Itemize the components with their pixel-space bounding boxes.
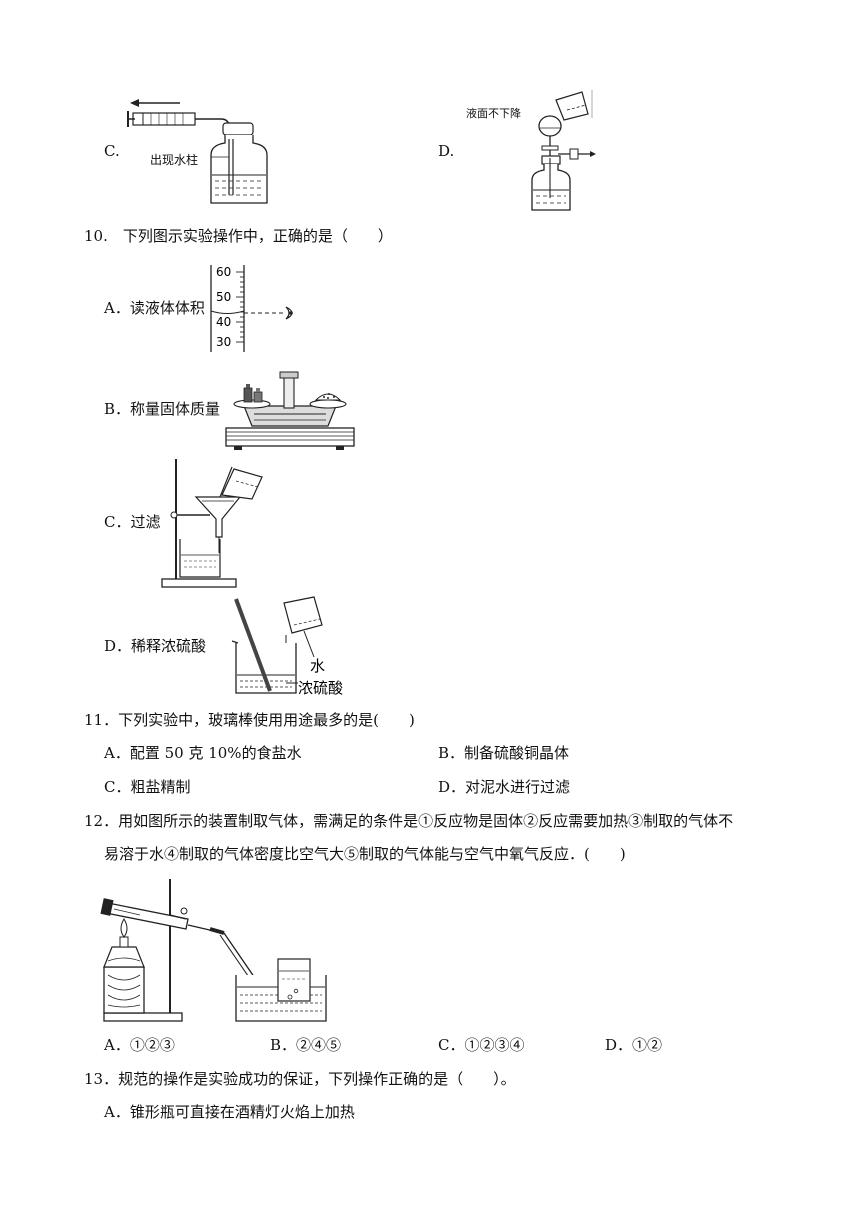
q12-option-c: C．①②③④ — [438, 1036, 525, 1054]
funnel-apparatus-figure — [531, 90, 596, 211]
q9-option-c: C. — [104, 142, 120, 160]
q10-option-b: B．称量固体质量 — [104, 400, 221, 418]
q12-stem-line2: 易溶于水④制取的气体密度比空气大⑤制取的气体能与空气中氧气反应．( ) — [104, 845, 626, 863]
q13-stem: 13．规范的操作是实验成功的保证，下列操作正确的是（ ）。 — [84, 1070, 516, 1088]
q12-stem-line1: 12．用如图所示的装置制取气体，需满足的条件是①反应物是固体②反应需要加热③制取… — [84, 812, 734, 830]
balance-scale-figure — [225, 371, 355, 450]
q12-option-d: D．①② — [605, 1036, 663, 1054]
q10-option-c: C．过滤 — [104, 513, 161, 531]
dilute-acid-figure: 水 浓硫酸 — [231, 596, 343, 697]
q11-option-b: B．制备硫酸铜晶体 — [438, 744, 570, 762]
graduated-cylinder-figure: 60 50 40 30 — [210, 265, 293, 352]
q11-option-a: A．配置 50 克 10%的食盐水 — [104, 744, 302, 762]
label-water: 水 — [310, 657, 325, 675]
cyl-tick-30: 30 — [216, 335, 231, 349]
q10-stem: 10. 下列图示实验操作中，正确的是（ ） — [84, 227, 393, 245]
cyl-tick-50: 50 — [216, 290, 231, 304]
q12-option-a: A．①②③ — [104, 1036, 175, 1054]
q11-option-d: D．对泥水进行过滤 — [438, 778, 571, 796]
label-conc-acid: 浓硫酸 — [298, 679, 343, 697]
gas-collection-apparatus-figure — [100, 879, 327, 1022]
q11-option-c: C．粗盐精制 — [104, 778, 191, 796]
syringe-apparatus-figure — [127, 99, 268, 204]
q10-option-d: D．稀释浓硫酸 — [104, 637, 207, 655]
cyl-tick-60: 60 — [216, 265, 231, 279]
cyl-tick-40: 40 — [216, 315, 231, 329]
filtration-figure — [161, 459, 263, 588]
q12-option-b: B．②④⑤ — [270, 1036, 342, 1054]
fig-c-label: 出现水柱 — [150, 153, 199, 167]
fig-d-label: 液面不下降 — [466, 107, 521, 120]
q13-option-a: A．锥形瓶可直接在酒精灯火焰上加热 — [104, 1103, 355, 1121]
q10-option-a: A．读液体体积 — [104, 299, 205, 317]
q11-stem: 11．下列实验中，玻璃棒使用用途最多的是( ) — [84, 711, 415, 729]
q9-option-d: D. — [438, 142, 455, 160]
